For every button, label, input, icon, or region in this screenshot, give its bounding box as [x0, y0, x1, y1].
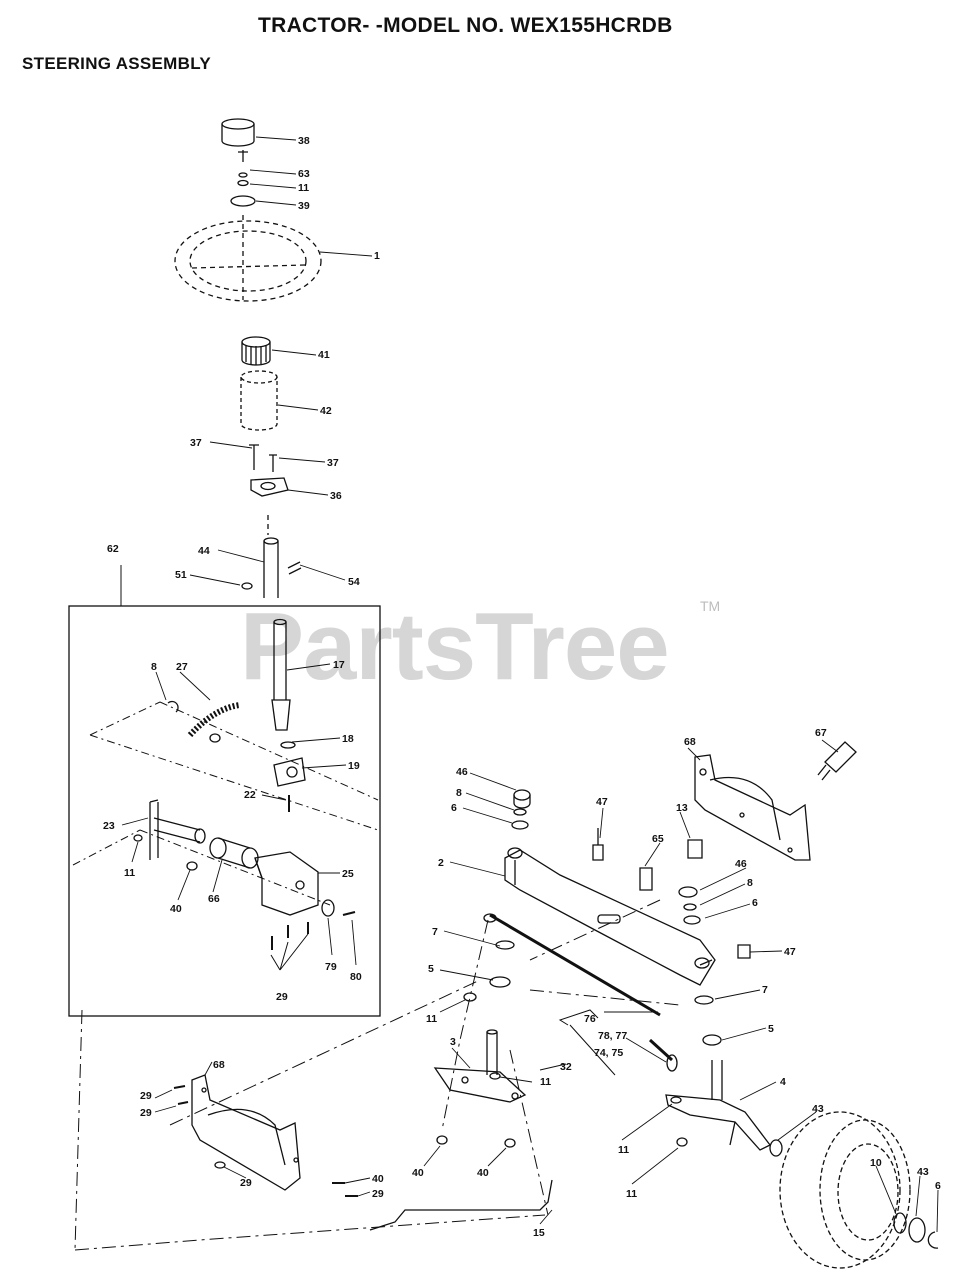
trademark-mark: TM: [700, 598, 721, 614]
callout-label: 7: [432, 926, 438, 938]
callout-label: 42: [320, 405, 332, 417]
callout-label: 8: [747, 877, 753, 889]
callout-label: 41: [318, 349, 330, 361]
callout-label: 13: [676, 802, 688, 814]
callout-label: 40: [412, 1167, 424, 1179]
callout-label: 5: [428, 963, 434, 975]
callout-label: 17: [333, 659, 345, 671]
callout-label: 80: [350, 971, 362, 983]
callout-label: 68: [213, 1059, 225, 1071]
callout-label: 8: [456, 787, 462, 799]
callout-label: 11: [540, 1076, 551, 1088]
callout-label: 43: [917, 1166, 929, 1178]
callout-label: 43: [812, 1103, 824, 1115]
kit-box: [68, 605, 381, 1017]
adapter-part: [241, 336, 271, 366]
callout-label: 29: [140, 1107, 152, 1119]
callout-label: 6: [935, 1180, 941, 1192]
callout-label: 79: [325, 961, 337, 973]
callout-label: 74, 75: [594, 1047, 623, 1059]
watermark-logo: PartsTree: [240, 593, 670, 700]
callout-label: 15: [533, 1227, 545, 1239]
callout-label: 5: [768, 1023, 774, 1035]
callout-label: 46: [735, 858, 747, 870]
callout-label: 11: [298, 182, 309, 194]
callout-label: 67: [815, 727, 827, 739]
drag-link-part: [483, 913, 678, 1072]
left-axle-bracket-part: [191, 1074, 301, 1191]
callout-label: 11: [626, 1188, 637, 1200]
callout-label: 10: [870, 1157, 882, 1169]
steering-cap-part: [221, 118, 256, 207]
callout-label: 29: [240, 1177, 252, 1189]
callout-label: 11: [618, 1144, 629, 1156]
callout-label: 40: [170, 903, 182, 915]
bolt-part: [269, 454, 277, 472]
callout-label: 63: [298, 168, 310, 180]
clip-part: [167, 700, 179, 713]
callout-label: 22: [244, 789, 256, 801]
callout-label: 6: [752, 897, 758, 909]
callout-label: 8: [151, 661, 157, 673]
section-subtitle: STEERING ASSEMBLY: [22, 54, 211, 73]
steering-wheel-part: [174, 215, 322, 302]
callout-label: 4: [780, 1076, 786, 1088]
callout-label: 36: [330, 490, 342, 502]
callout-label: 29: [276, 991, 288, 1003]
callout-label: 78, 77: [598, 1030, 627, 1042]
callout-label: 29: [372, 1188, 384, 1200]
callout-label: 40: [372, 1173, 384, 1185]
front-wheel-part: [779, 1111, 911, 1269]
callout-label: 38: [298, 135, 310, 147]
callout-label: 65: [652, 833, 664, 845]
callout-label: 66: [208, 893, 220, 905]
sleeve-part: [240, 370, 278, 431]
callout-label: 7: [762, 984, 768, 996]
right-spindle-part: [665, 1060, 771, 1151]
callout-label: 6: [451, 802, 457, 814]
callout-label: 37: [327, 457, 339, 469]
left-spindle-part: [433, 1029, 527, 1103]
callout-label: 51: [175, 569, 187, 581]
callout-label: 29: [140, 1090, 152, 1102]
callout-label: 23: [103, 820, 115, 832]
bearing-flange-part: [250, 477, 289, 497]
callout-label: 37: [190, 437, 202, 449]
callout-label: 1: [374, 250, 380, 262]
callout-label: 18: [342, 733, 354, 745]
callout-label: 27: [176, 661, 188, 673]
page-title: TRACTOR- -MODEL NO. WEX155HCRDB: [258, 14, 673, 37]
right-axle-bracket-part: [694, 754, 811, 861]
callout-label: 76: [584, 1013, 596, 1025]
pivot-bracket-part: [254, 851, 319, 916]
callout-label: 68: [684, 736, 696, 748]
callout-label: 3: [450, 1036, 456, 1048]
bolt-part: [249, 444, 259, 470]
steering-bracket-part: [149, 799, 259, 869]
steering-shaft-part: [241, 537, 302, 598]
callout-label: 54: [348, 576, 360, 588]
callout-label: 11: [426, 1013, 437, 1025]
sector-gear-part: [187, 702, 241, 738]
steering-shaft-17-part: [271, 618, 291, 731]
callout-label: 32: [560, 1061, 572, 1073]
callout-label: 19: [348, 760, 360, 772]
callout-label: 62: [107, 543, 119, 555]
callout-label: 47: [596, 796, 608, 808]
callout-label: 11: [124, 867, 135, 879]
callout-label: 46: [456, 766, 468, 778]
rod-part: [369, 1179, 553, 1231]
callout-label: 2: [438, 857, 444, 869]
callout-label: 39: [298, 200, 310, 212]
callout-label: 44: [198, 545, 210, 557]
front-axle-part: [504, 847, 716, 986]
pivot-block-part: [273, 757, 306, 787]
callout-label: 40: [477, 1167, 489, 1179]
callout-label: 25: [342, 868, 354, 880]
axle-bolt-part: [817, 741, 857, 781]
callout-label: 47: [784, 946, 796, 958]
